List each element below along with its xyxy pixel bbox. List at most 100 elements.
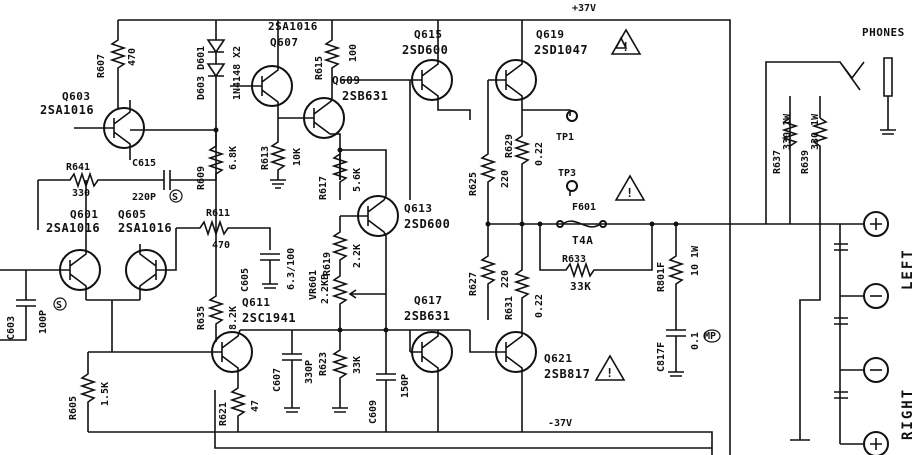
c817f-ref: C817F bbox=[656, 342, 667, 372]
diode-part: 1N4148 X2 bbox=[232, 46, 243, 100]
resistor-r641: R641 330 bbox=[38, 162, 160, 199]
transistor-q617: Q617 2SB631 bbox=[404, 294, 453, 432]
q613-part: 2SD600 bbox=[404, 217, 450, 231]
r607-value: 470 bbox=[127, 48, 138, 66]
r615-ref: R615 bbox=[314, 56, 325, 80]
fuse-f601: F601 T4A ! bbox=[556, 174, 646, 247]
r605-value: 1.5K bbox=[100, 382, 111, 406]
resistor-r619: R619 2.2K bbox=[322, 216, 363, 276]
c609-ref: C609 bbox=[368, 400, 379, 424]
phones-jack: PHONES bbox=[765, 26, 905, 224]
resistor-r609: R609 6.8K bbox=[196, 130, 239, 228]
negative-rail: -37V bbox=[88, 390, 713, 455]
resistor-r629: R629 0.22 bbox=[504, 110, 545, 224]
resistor-r633: R633 33K bbox=[539, 224, 653, 293]
r625-value: 220 bbox=[500, 170, 511, 188]
capacitor-c615: C615 220P S bbox=[132, 158, 216, 203]
r637-ref: R637 bbox=[772, 150, 783, 174]
transistor-q621: Q621 2SB817 ! bbox=[469, 330, 626, 432]
r621-ref: R621 bbox=[218, 402, 229, 426]
q615-ref: Q615 bbox=[414, 28, 443, 41]
q619-part: 2SD1047 bbox=[534, 43, 588, 57]
negative-rail-label: -37V bbox=[548, 418, 572, 429]
q619-warning: ! bbox=[622, 40, 630, 54]
transistor-q605: Q605 2SA1016 bbox=[118, 208, 177, 300]
transistor-q619: Q619 2SD1047 ! bbox=[487, 20, 642, 110]
r609-value: 6.8K bbox=[228, 146, 239, 170]
resistor-r801f: R801F 10 1W bbox=[656, 224, 701, 330]
r617-ref: R617 bbox=[318, 176, 329, 200]
r627-ref: R627 bbox=[468, 272, 479, 296]
fuse-ref: F601 bbox=[572, 202, 596, 213]
c615-safety-mark: S bbox=[172, 192, 178, 203]
r619-ref: R619 bbox=[322, 252, 333, 276]
r623-value: 33K bbox=[352, 356, 363, 374]
right-label: RIGHT bbox=[900, 388, 913, 440]
c609-value: 150P bbox=[400, 374, 411, 398]
q619-ref: Q619 bbox=[536, 28, 565, 41]
transistor-q607: 2SA1016 Q607 bbox=[230, 20, 318, 130]
resistor-r621: R621 47 bbox=[218, 380, 261, 432]
r641-ref: R641 bbox=[66, 162, 90, 173]
q603-ref: Q603 bbox=[62, 90, 91, 103]
transistor-q603: Q603 2SA1016 bbox=[40, 90, 145, 160]
c603-ref: C603 bbox=[6, 316, 17, 340]
testpoint-tp3: TP3 bbox=[558, 168, 578, 196]
q615-part: 2SD600 bbox=[402, 43, 448, 57]
r613-ref: R613 bbox=[260, 146, 271, 170]
c817f-value: 0.1 bbox=[690, 332, 701, 350]
resistor-r611: R611 470 bbox=[176, 208, 271, 251]
r615-value: 100 bbox=[348, 44, 359, 62]
r637-value: 330 1W bbox=[782, 113, 793, 150]
r621-value: 47 bbox=[250, 400, 261, 412]
left-label: LEFT bbox=[900, 248, 913, 290]
resistor-r635: R635 8.2K bbox=[196, 228, 239, 342]
r635-value: 8.2K bbox=[228, 306, 239, 330]
q605-part: 2SA1016 bbox=[118, 221, 172, 235]
capacitor-c603: C603 100P S bbox=[0, 270, 67, 341]
c607-ref: C607 bbox=[272, 368, 283, 392]
q605-ref: Q605 bbox=[118, 208, 147, 221]
q621-part: 2SB817 bbox=[544, 367, 590, 381]
fuse-warning: ! bbox=[626, 186, 634, 200]
tp3-label: TP3 bbox=[558, 168, 576, 179]
r611-value: 470 bbox=[212, 240, 230, 251]
resistor-r615: R615 100 bbox=[314, 20, 359, 100]
q617-part: 2SB631 bbox=[404, 309, 450, 323]
fuse-value: T4A bbox=[572, 234, 593, 247]
resistor-r605: R605 1.5K bbox=[68, 352, 111, 432]
r801f-value: 10 1W bbox=[690, 245, 701, 276]
capacitor-c609: C609 150P bbox=[368, 330, 411, 432]
c605-ref: C605 bbox=[240, 268, 251, 292]
speaker-terminals: LEFT RIGHT bbox=[839, 211, 913, 455]
r629-value: 0.22 bbox=[534, 142, 545, 166]
testpoint-tp1: TP1 bbox=[522, 109, 578, 143]
q607-part: 2SA1016 bbox=[268, 20, 318, 33]
q603-part: 2SA1016 bbox=[40, 103, 94, 117]
vr601-value: 2.2KB bbox=[320, 274, 331, 304]
q601-ref: Q601 bbox=[70, 208, 99, 221]
resistor-r607: R607 470 bbox=[96, 20, 138, 108]
r619-value: 2.2K bbox=[352, 244, 363, 268]
resistor-r631: R631 0.22 bbox=[504, 224, 545, 330]
resistor-r617: R617 5.6K bbox=[318, 150, 363, 200]
r633-value: 33K bbox=[570, 280, 591, 293]
tp1-label: TP1 bbox=[556, 132, 574, 143]
r801f-ref: R801F bbox=[656, 262, 667, 292]
r631-ref: R631 bbox=[504, 296, 515, 320]
q611-part: 2SC1941 bbox=[242, 311, 296, 325]
transistor-q613: Q613 2SD600 bbox=[340, 195, 450, 330]
resistor-r613: R613 10K bbox=[260, 130, 303, 189]
q621-warning: ! bbox=[606, 366, 614, 380]
q617-ref: Q617 bbox=[414, 294, 443, 307]
resistor-r637: R637 330 1W bbox=[772, 96, 799, 224]
r641-value: 330 bbox=[72, 188, 90, 199]
positive-rail: +37V bbox=[118, 3, 731, 455]
r609-ref: R609 bbox=[196, 166, 207, 190]
r605-ref: R605 bbox=[68, 396, 79, 420]
snubber-caps bbox=[834, 243, 848, 399]
transistor-q615: Q615 2SD600 bbox=[340, 20, 471, 200]
phones-label: PHONES bbox=[862, 26, 905, 39]
resistor-r623: R623 33K bbox=[318, 330, 363, 413]
